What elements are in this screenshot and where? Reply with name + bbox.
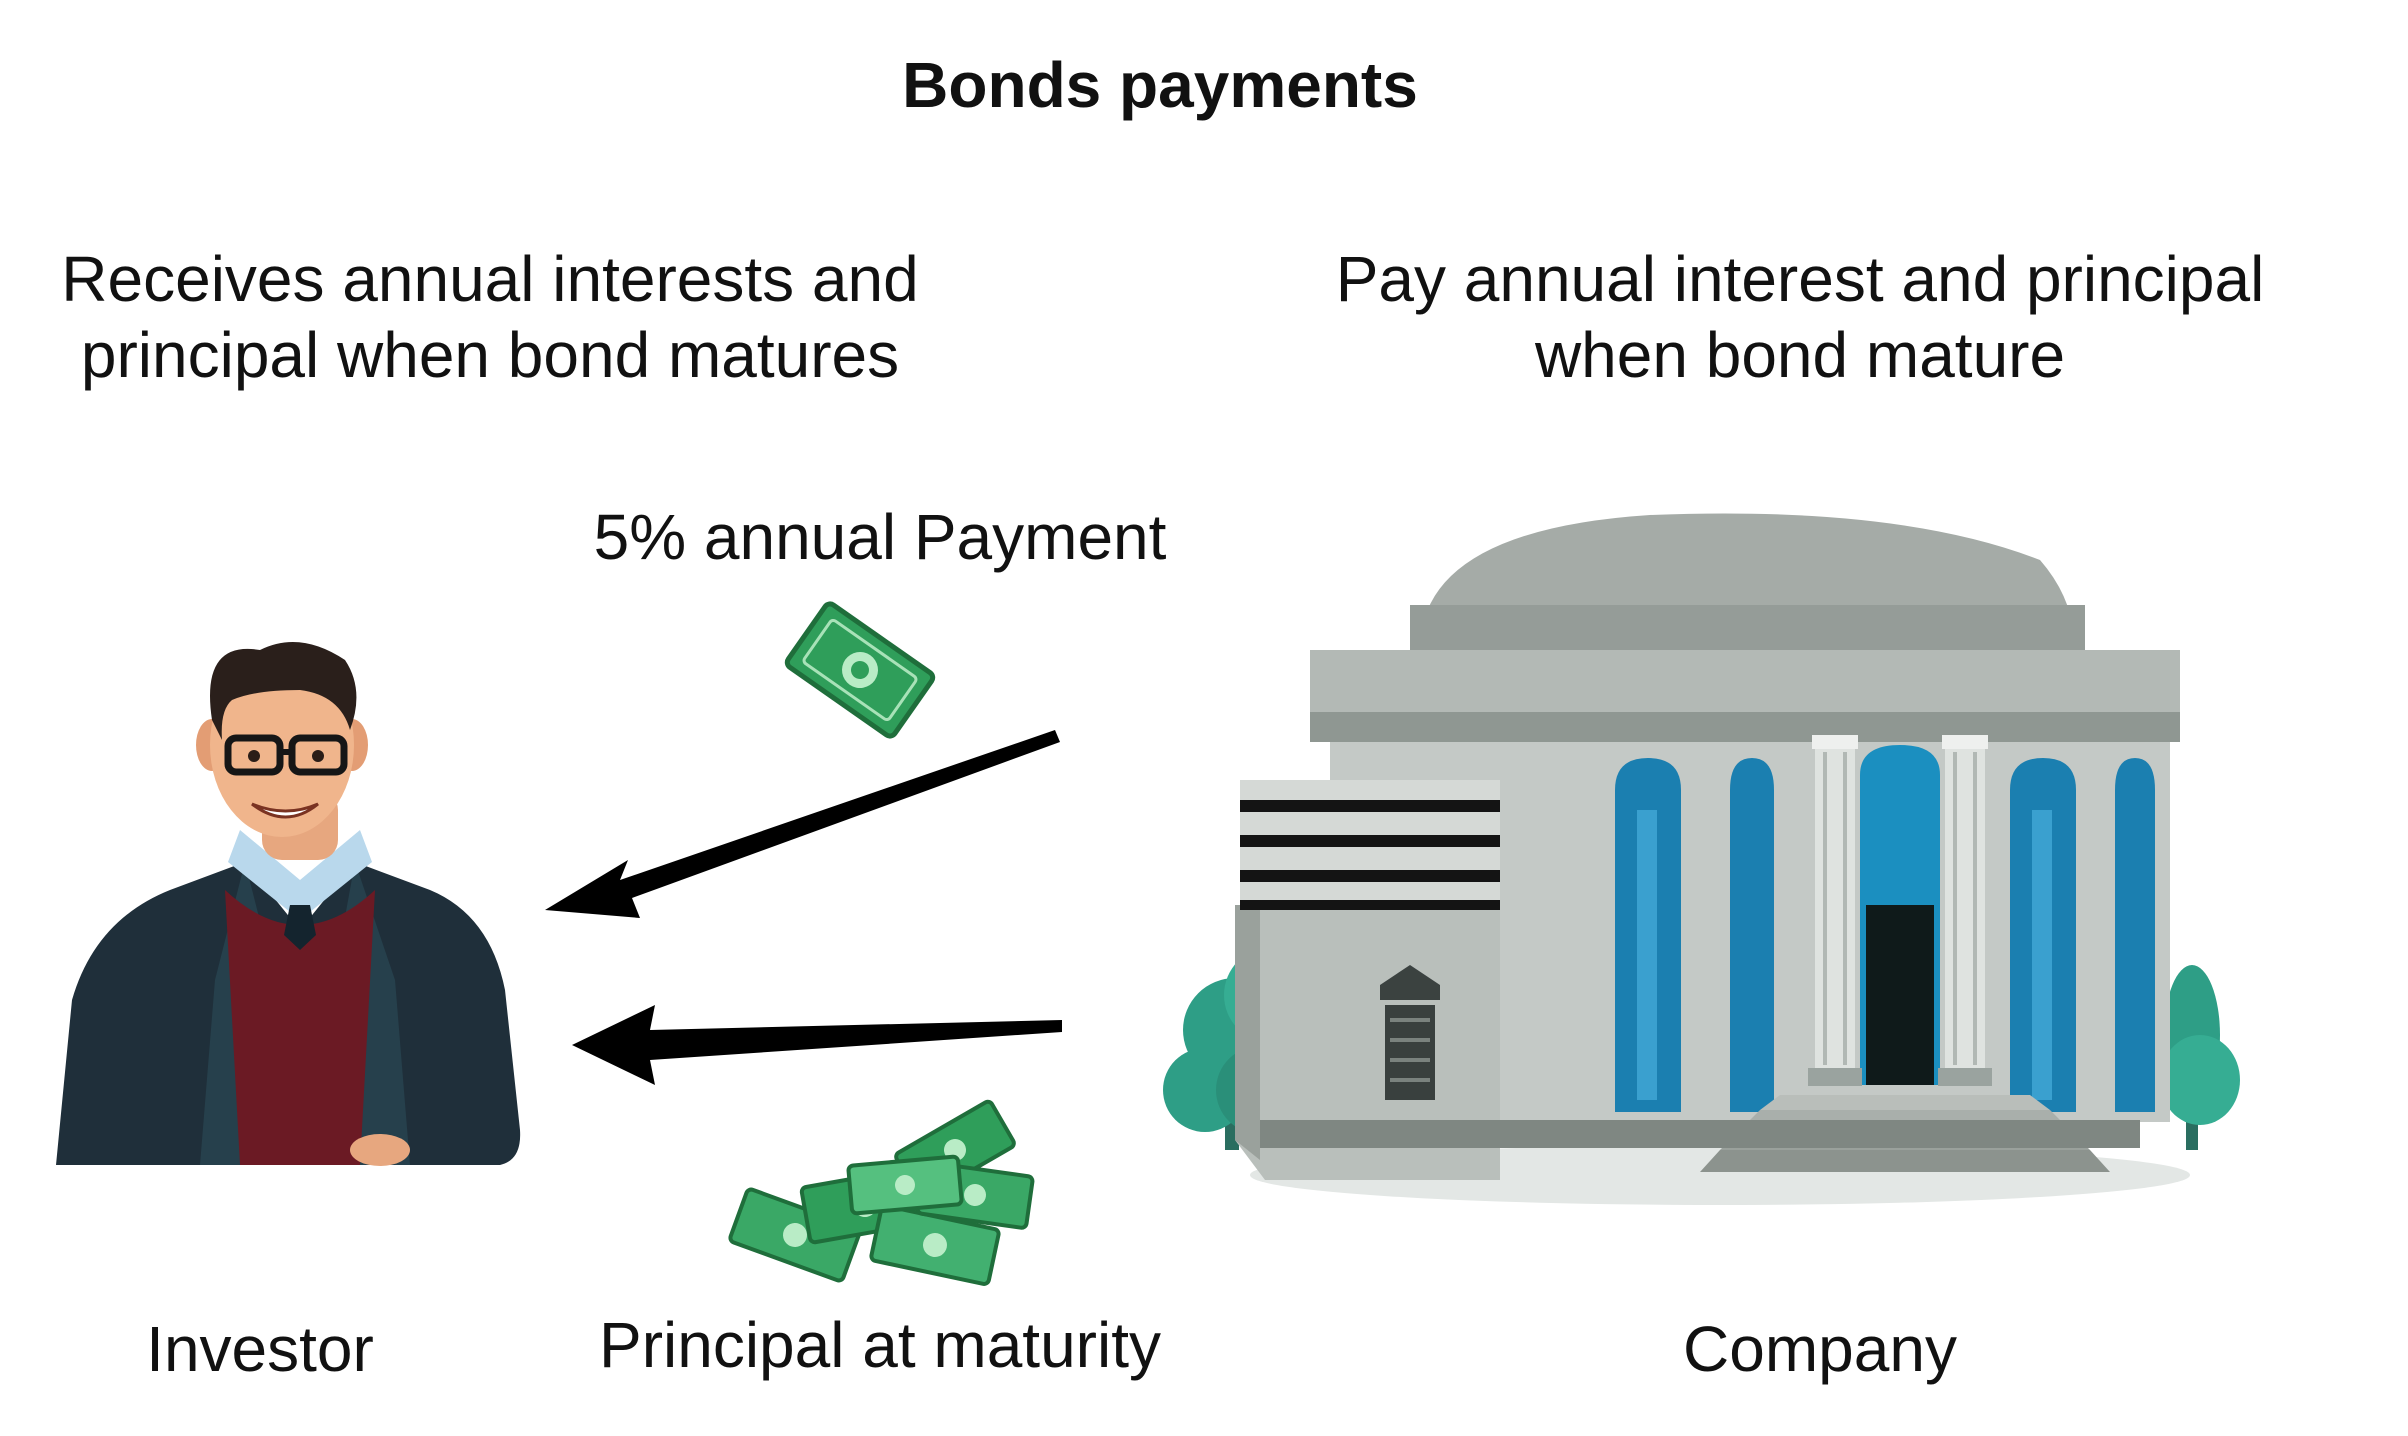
arrow-left-icon <box>572 1005 1062 1085</box>
principal-label: Principal at maturity <box>599 1309 1161 1381</box>
company-description-line-1: Pay annual interest and principal <box>1335 243 2265 315</box>
investor-description-line-2: principal when bond matures <box>80 318 900 391</box>
investor-description-line-1: Receives annual interests and <box>61 243 919 315</box>
money-bill-icon <box>784 601 936 739</box>
company-description: Pay annual interest and principal when b… <box>1250 242 2350 393</box>
company-building-illustration <box>1163 513 2240 1205</box>
tree-right <box>2160 965 2240 1150</box>
company-label: Company <box>1683 1313 1957 1385</box>
company-description-line-2: when bond mature <box>1534 318 2066 391</box>
arrow-left-icon <box>545 730 1060 918</box>
investor-label: Investor <box>146 1313 374 1385</box>
diagram-title: Bonds payments <box>902 49 1418 121</box>
annual-payment-label: 5% annual Payment <box>593 501 1167 573</box>
investor-description: Receives annual interests and principal … <box>30 242 950 393</box>
money-pile-icon <box>728 1099 1035 1286</box>
investor-illustration <box>56 642 521 1166</box>
